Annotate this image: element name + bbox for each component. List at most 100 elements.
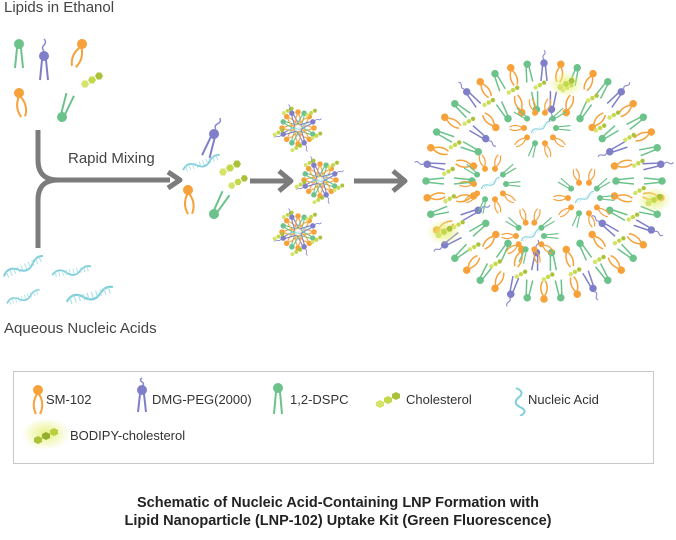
sm102-lipid <box>541 98 552 116</box>
cholesterol <box>622 132 637 142</box>
sm102-lipid <box>427 144 449 156</box>
legend-dspc-label: 1,2-DSPC <box>290 392 349 407</box>
legend-cholesterol-label: Cholesterol <box>406 392 472 407</box>
dspc-lipid <box>593 177 611 192</box>
sm102-lipid <box>499 190 516 204</box>
nucleic-acid-strand <box>51 265 92 278</box>
cholesterol <box>612 236 626 246</box>
legend-dmgpeg-label: DMG-PEG(2000) <box>152 392 252 407</box>
cholesterol <box>272 232 285 241</box>
dspc-lipid <box>557 177 575 192</box>
cholesterol <box>305 108 318 118</box>
sm102-lipid <box>562 245 575 268</box>
dspc-lipid <box>576 239 593 261</box>
sm102-lipid <box>531 208 541 226</box>
dspc-lipid <box>538 216 555 231</box>
ethanol-lipids-group <box>14 38 103 122</box>
sm102-lipid <box>507 64 519 86</box>
dmgpeg-lipid <box>540 49 548 82</box>
dspc-lipid <box>311 181 322 198</box>
dmgpeg-lipid <box>299 222 322 234</box>
nucleic-acid-strand <box>574 190 594 204</box>
sm102-lipid <box>626 233 648 249</box>
cholesterol <box>568 267 582 277</box>
small-lnp <box>272 208 323 257</box>
sm102-lipid <box>538 241 555 255</box>
dmgpeg-lipid <box>310 156 322 179</box>
interior-micelle <box>459 154 521 214</box>
cholesterol <box>506 85 520 95</box>
dspc-lipid <box>594 263 612 285</box>
sm102-lipid <box>462 254 481 274</box>
sm102-lipid <box>481 112 500 132</box>
nucleic-acid-strand <box>6 289 40 305</box>
sm102-lipid <box>531 246 541 264</box>
sm102-lipid <box>423 192 446 202</box>
cholesterol <box>489 259 503 269</box>
dspc-lipid <box>598 125 619 143</box>
dspc-lipid <box>502 180 521 188</box>
caption-line-2: Lipid Nanoparticle (LNP-102) Uptake Kit … <box>124 513 552 529</box>
mixed-components-group <box>182 117 248 219</box>
dmgpeg-lipid <box>506 275 520 307</box>
cholesterol <box>312 195 325 205</box>
sm102-lipid <box>481 230 500 250</box>
interior-micelle <box>553 168 615 228</box>
dmgpeg-lipid <box>274 230 297 242</box>
dspc-icon <box>273 383 283 415</box>
small-lnps-group <box>272 104 345 257</box>
cholesterol <box>219 160 241 176</box>
dspc-lipid <box>491 69 506 92</box>
cholesterol <box>443 194 457 204</box>
sm102-lipid <box>583 69 597 92</box>
dspc-lipid <box>57 92 75 122</box>
dmgpeg-lipid <box>606 82 631 108</box>
dmgpeg-lipid <box>299 118 322 130</box>
nucleic-acid-strand <box>289 226 308 236</box>
sm102-lipid <box>553 194 572 202</box>
dspc-lipid <box>552 124 571 132</box>
sm102-lipid <box>505 241 522 255</box>
sm102-icon <box>32 385 44 415</box>
sm102-lipid <box>183 185 195 215</box>
cholesterol <box>626 212 640 222</box>
dspc-lipid <box>209 190 231 219</box>
cholesterol <box>310 131 323 140</box>
sm102-lipid <box>588 230 607 250</box>
sm102-lipid <box>585 168 596 186</box>
cholesterol <box>294 180 307 189</box>
dspc-lipid <box>477 196 489 214</box>
cholesterol <box>272 128 285 137</box>
dspc-lipid <box>495 101 512 123</box>
dspc-lipid <box>594 77 612 99</box>
interior-micelle <box>501 208 559 264</box>
dmgpeg-lipid <box>591 215 619 237</box>
dspc-lipid <box>513 107 531 122</box>
dspc-lipid <box>596 194 615 202</box>
cholesterol <box>81 72 103 88</box>
cholesterol <box>290 247 303 257</box>
dmgpeg-lipid <box>296 178 319 190</box>
sm102-lipid <box>569 276 581 298</box>
dspc-lipid <box>463 163 481 178</box>
dspc-lipid <box>14 39 24 69</box>
cholesterol-icon <box>376 392 400 408</box>
dspc-lipid <box>422 177 445 185</box>
sm102-lipid <box>519 208 529 226</box>
dmgpeg-lipid <box>458 81 482 108</box>
dmgpeg-lipid <box>642 160 674 171</box>
sm102-lipid <box>501 232 520 240</box>
sm102-lipid <box>459 180 478 188</box>
nucleic-acid-strand <box>311 174 330 184</box>
dspc-lipid <box>495 239 512 261</box>
cholesterol <box>462 116 476 126</box>
dspc-lipid <box>505 216 522 231</box>
cholesterol <box>514 269 528 279</box>
dmgpeg-icon <box>137 377 147 413</box>
cholesterol <box>327 160 340 170</box>
legend-box: SM-102 DMG-PEG(2000) 1,2-DSPC Cholestero… <box>13 371 654 464</box>
sm102-lipid <box>541 140 552 158</box>
legend-bodipy-label: BODIPY-cholesterol <box>70 428 186 443</box>
dspc-lipid <box>499 163 517 178</box>
cholesterol <box>482 98 496 108</box>
